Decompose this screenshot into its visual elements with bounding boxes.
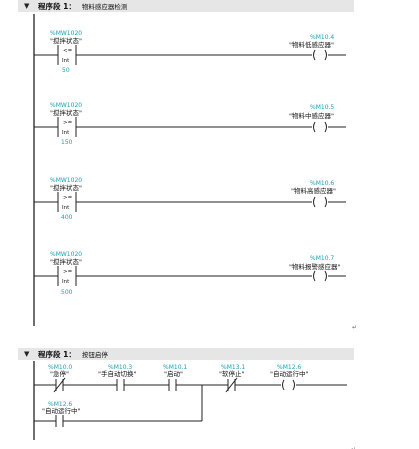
contact-tag: "急停" — [50, 369, 69, 378]
contact-address: %M12.6 — [48, 401, 72, 408]
segment1-label: 程序段 1 — [38, 1, 69, 11]
coil-tag: "物料高感应器" — [291, 186, 336, 195]
segment2-label: 程序段 1 — [38, 349, 69, 359]
coil-address: %M12.6 — [277, 364, 301, 371]
compare-type: Int — [62, 130, 70, 136]
compare-tag: "搅拌状态" — [50, 183, 82, 192]
coil-address: %M10.5 — [310, 104, 334, 111]
compare-address: %MW1020 — [50, 30, 82, 37]
coil-tag: "物料中感应器" — [289, 111, 334, 120]
contact-tag: "软停止" — [219, 369, 244, 378]
coil-tag: "物料报警感应器" — [289, 262, 340, 271]
rung-4[interactable]: %MW1020 "搅拌状态" >= Int 500 %M10.7 "物料报警感应… — [34, 251, 346, 296]
rung-1[interactable]: %MW1020 "搅拌状态" <= Int 50 %M10.4 "物料低感应器" — [34, 30, 346, 74]
compare-type: Int — [62, 279, 70, 285]
compare-operator: >= — [63, 269, 73, 275]
rung-2[interactable]: %MW1020 "搅拌状态" >= Int 150 %M10.5 "物料中感应器… — [34, 102, 346, 146]
segment1-comment[interactable]: 物料感应器检测 — [81, 3, 128, 11]
compare-operator: >= — [63, 195, 73, 201]
compare-value: 400 — [61, 214, 73, 221]
compare-address: %MW1020 — [50, 102, 82, 109]
contact-tag: "启动" — [164, 369, 183, 378]
compare-address: %MW1020 — [50, 251, 82, 258]
contact-address: %M10.3 — [108, 364, 132, 371]
compare-value: 50 — [62, 67, 70, 74]
compare-address: %MW1020 — [50, 177, 82, 184]
compare-value: 150 — [61, 139, 73, 146]
coil-tag: "物料低感应器" — [289, 40, 334, 49]
contact-address: %M10.0 — [48, 364, 72, 371]
return-mark: ↵ — [351, 446, 356, 449]
segment2-colon: ： — [68, 349, 76, 359]
compare-tag: "搅拌状态" — [50, 257, 82, 266]
compare-tag: "搅拌状态" — [50, 36, 82, 45]
return-mark: ↵ — [352, 324, 357, 331]
coil-address: %M10.4 — [310, 34, 334, 41]
rung-3[interactable]: %MW1020 "搅拌状态" >= Int 400 %M10.6 "物料高感应器… — [34, 177, 346, 221]
segment1-colon: ： — [68, 1, 76, 11]
rung-start-stop[interactable]: %M10.0 "急停" %M10.3 "手自动切换" %M10.1 "启动" %… — [34, 364, 347, 427]
contact-tag: "自动运行中" — [42, 406, 80, 415]
compare-operator: <= — [63, 48, 73, 54]
segment2-header[interactable]: ▼ 程序段 1 ： 按钮启停 — [18, 348, 354, 360]
compare-operator: >= — [63, 120, 73, 126]
coil-tag: "自动运行中" — [270, 369, 308, 378]
contact-address: %M13.1 — [221, 364, 245, 371]
coil-address: %M10.6 — [310, 180, 334, 187]
segment2-comment[interactable]: 按钮启停 — [81, 351, 108, 359]
compare-type: Int — [62, 58, 70, 64]
compare-value: 500 — [61, 289, 73, 296]
collapse-arrow-icon[interactable]: ▼ — [24, 350, 30, 358]
collapse-arrow-icon[interactable]: ▼ — [24, 2, 30, 10]
coil-address: %M10.7 — [310, 255, 334, 262]
contact-address: %M10.1 — [163, 364, 187, 371]
contact-tag: "手自动切换" — [98, 369, 136, 378]
compare-type: Int — [62, 205, 70, 211]
segment1-header[interactable]: ▼ 程序段 1 ： 物料感应器检测 — [18, 0, 354, 12]
compare-tag: "搅拌状态" — [50, 108, 82, 117]
